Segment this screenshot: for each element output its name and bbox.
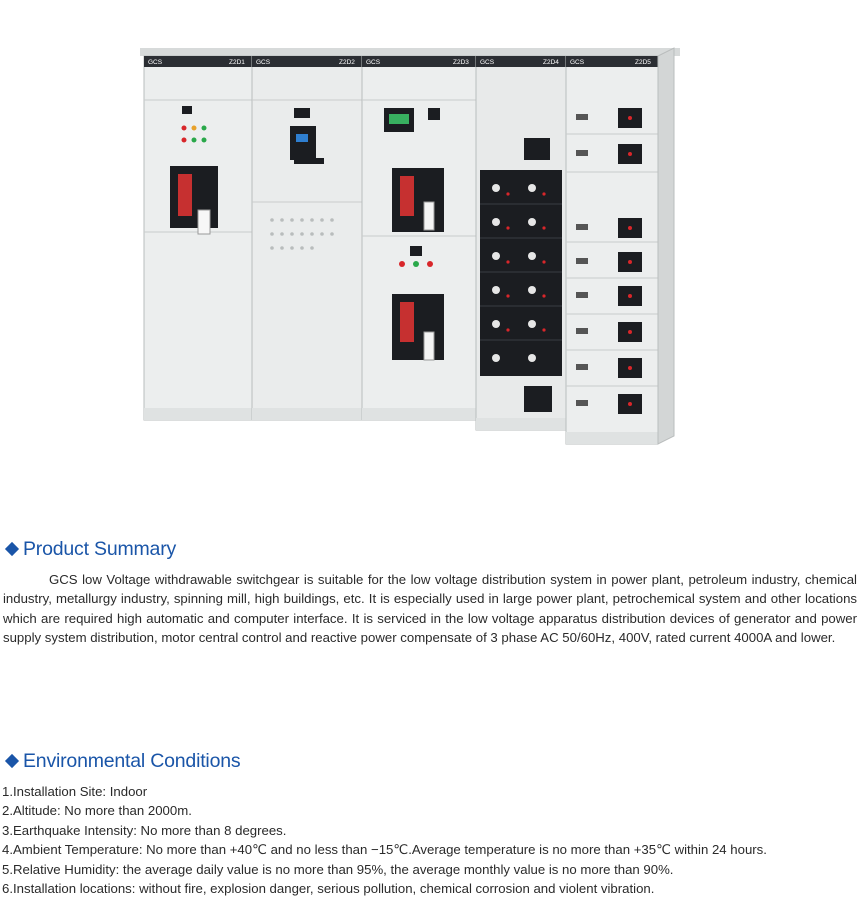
cabinet-code-label: Z2D2 [339,59,355,66]
cabinet-label-strip [476,56,566,67]
cabinet-series-label: GCS [256,59,271,66]
cabinet-3: GCS Z2D3 [361,55,477,421]
cabinet-label-strip [362,56,476,67]
diamond-bullet-icon [4,753,20,769]
cabinet-side-panel [657,47,675,445]
cabinet-series-label: GCS [480,59,495,66]
breaker-module [392,294,444,360]
environmental-conditions-heading: Environmental Conditions [0,748,860,774]
switchgear-illustration: GCS Z2D1 GCS Z2D2 [140,47,680,445]
cabinet-label-strip [252,56,362,67]
product-image: GCS Z2D1 GCS Z2D2 [140,42,680,452]
cabinet-1: GCS Z2D1 [143,55,253,421]
environmental-conditions-list: 1.Installation Site: Indoor 2.Altitude: … [0,782,860,898]
list-item: 4.Ambient Temperature: No more than +40℃… [2,842,767,858]
list-item: 1.Installation Site: Indoor [2,784,148,799]
product-summary-title: Product Summary [23,537,177,560]
environmental-conditions-section: Environmental Conditions 1.Installation … [0,748,860,898]
product-summary-heading: Product Summary [0,536,860,562]
product-summary-body: GCS low Voltage withdrawable switchgear … [3,572,857,646]
cabinet-label-strip [566,56,658,67]
cabinet-5: GCS Z2D5 [565,55,659,445]
breaker-module [170,166,218,228]
drawer-module-stack [480,170,562,376]
cabinet-label-strip [144,56,252,67]
cabinet-series-label: GCS [570,59,585,66]
diamond-bullet-icon [4,541,20,557]
cabinet-4: GCS Z2D4 [475,55,567,431]
cabinet-series-label: GCS [366,59,381,66]
cabinet-code-label: Z2D4 [543,59,559,66]
list-item: 2.Altitude: No more than 2000m. [2,803,192,819]
product-summary-section: Product Summary GCS low Voltage withdraw… [0,536,860,648]
list-item: 6.Installation locations: without fire, … [2,881,655,897]
cabinet-2: GCS Z2D2 [251,55,363,421]
cabinet-top-frame [140,48,680,56]
list-item: 3.Earthquake Intensity: No more than 8 d… [2,822,287,838]
cabinet-code-label: Z2D1 [229,59,245,66]
cabinet-code-label: Z2D5 [635,59,651,66]
list-item: 5.Relative Humidity: the average daily v… [2,861,674,877]
breaker-module [392,168,444,232]
environmental-conditions-title: Environmental Conditions [23,749,241,772]
cabinet-series-label: GCS [148,59,163,66]
cabinet-code-label: Z2D3 [453,59,469,66]
